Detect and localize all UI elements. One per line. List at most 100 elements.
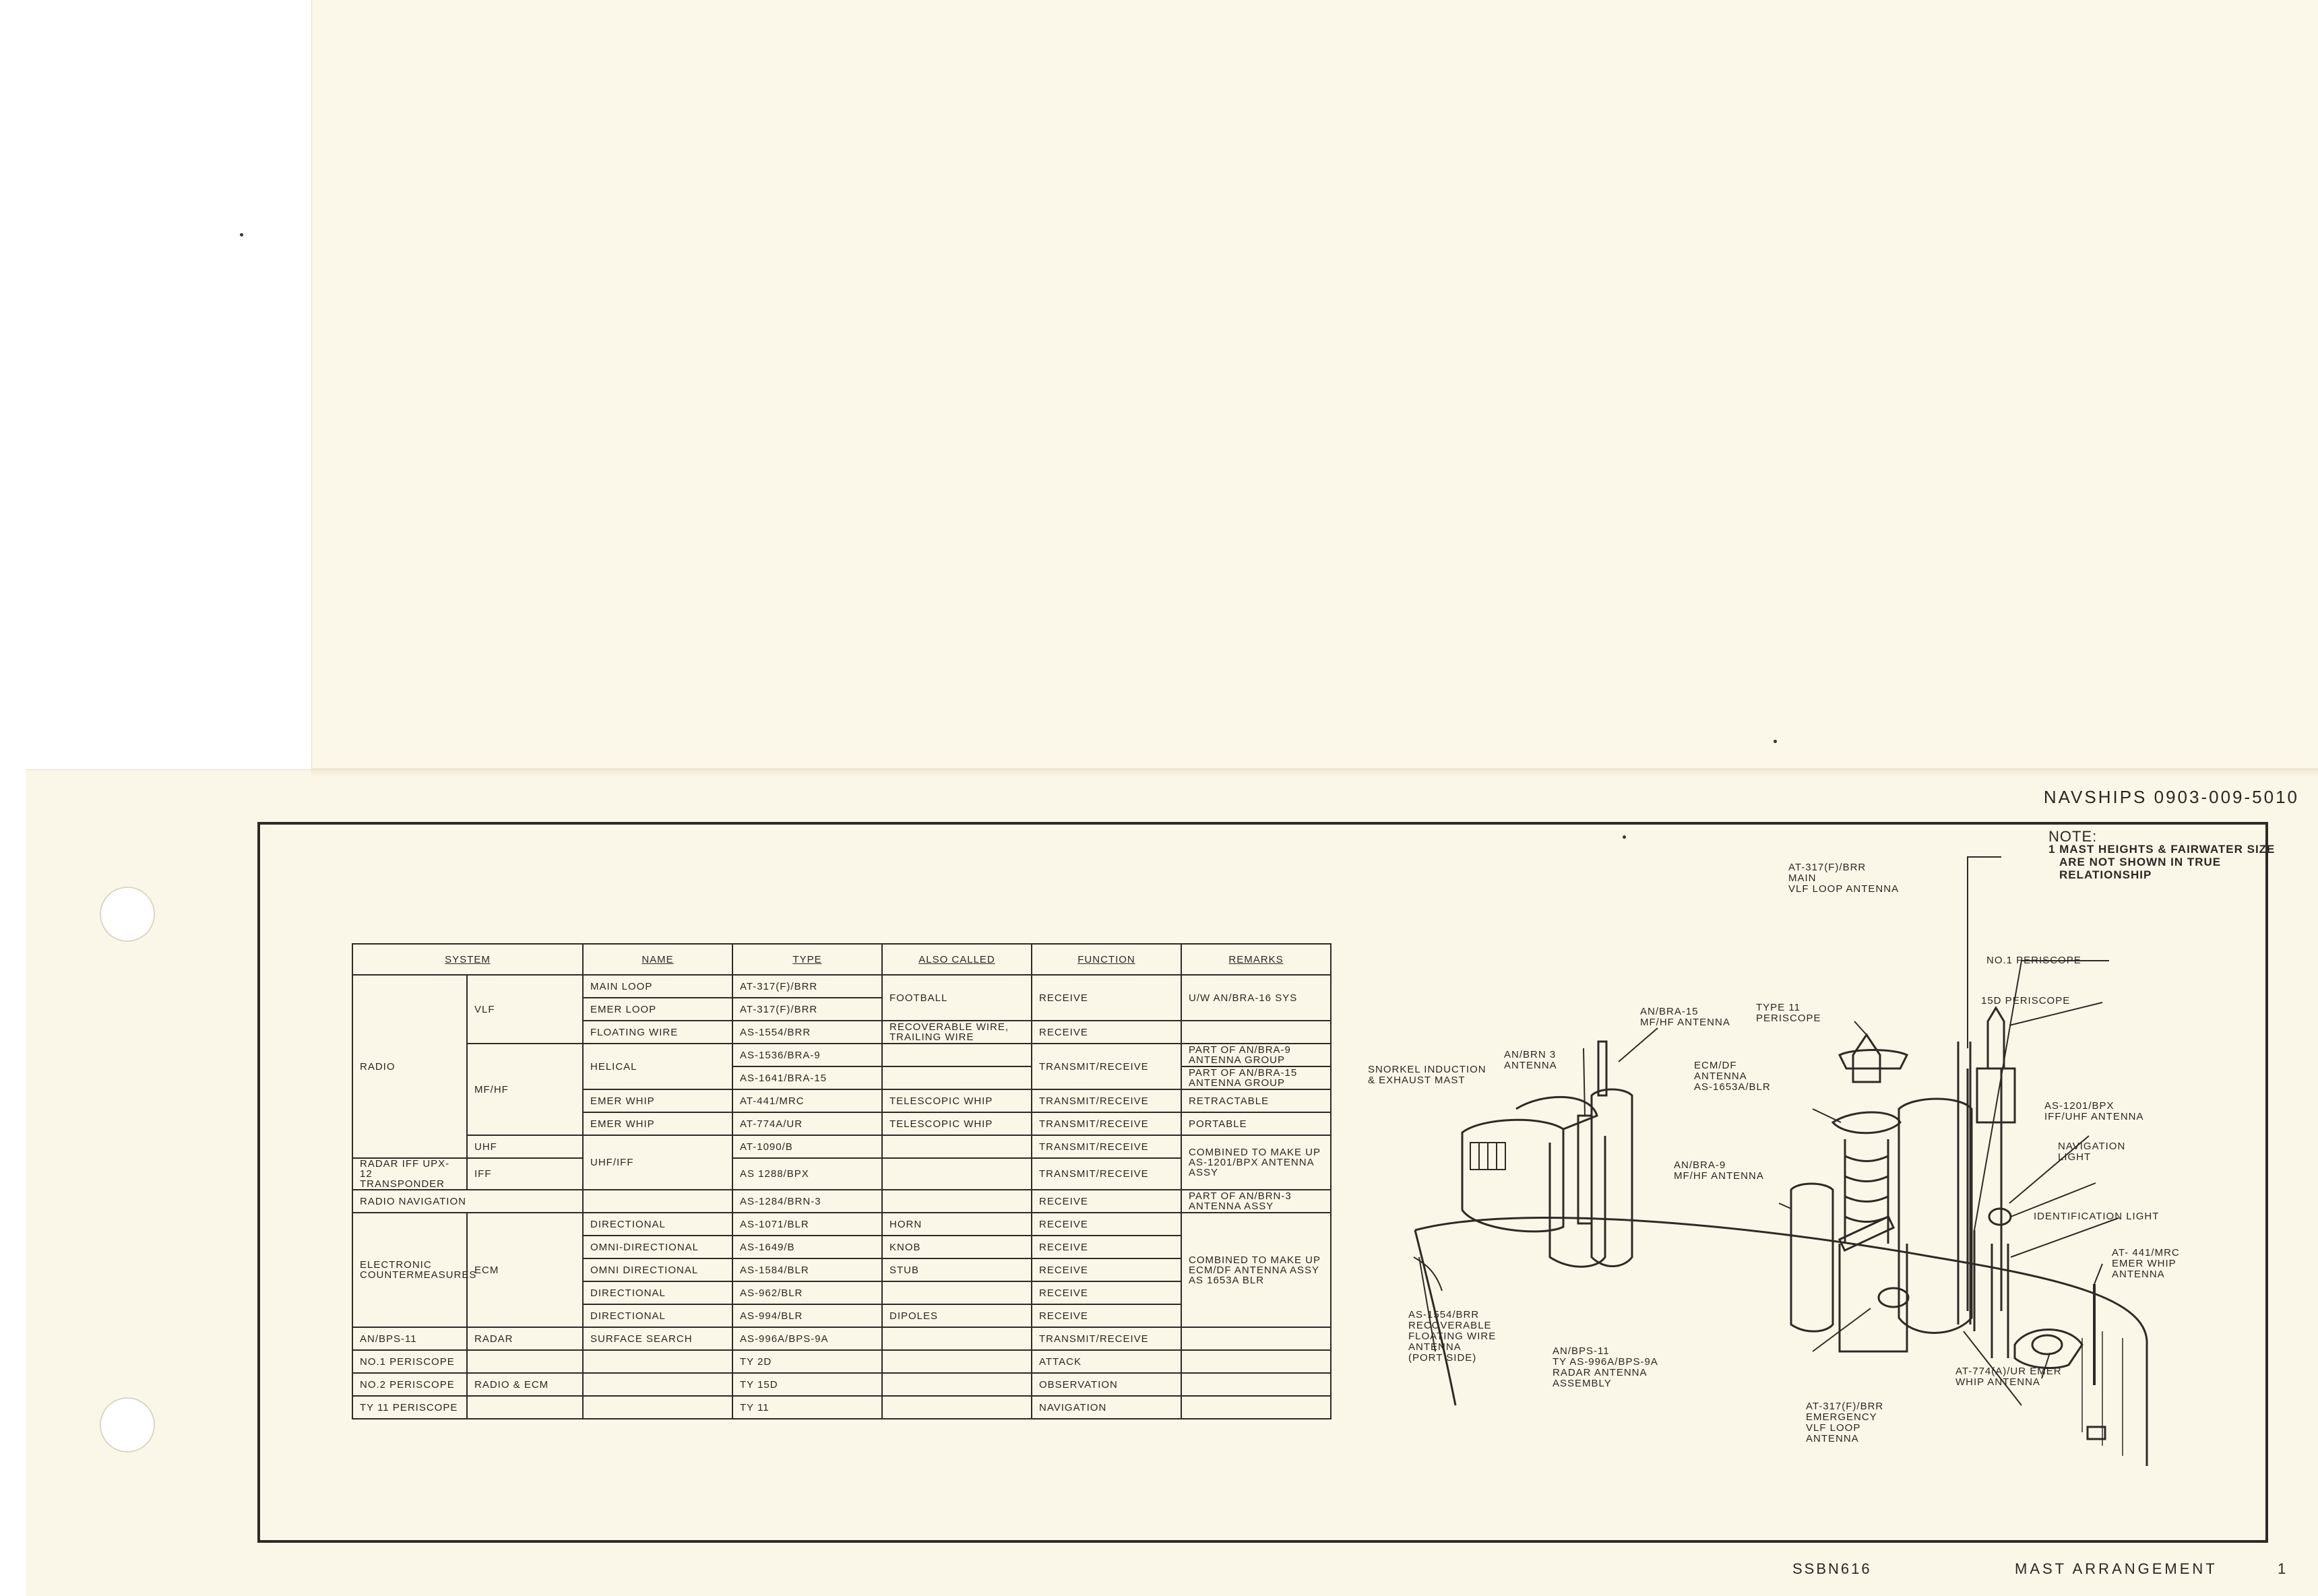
table-row: EMER WHIP AT-774A/UR TELESCOPIC WHIP TRA… [352, 1112, 1332, 1136]
name-cell [582, 1349, 733, 1374]
column-header: FUNCTION [1031, 943, 1182, 976]
hull-number: SSBN616 [1792, 1560, 1872, 1577]
identification-light-post [1991, 1244, 2009, 1358]
type-cell: AS 1288/BPX [732, 1157, 883, 1190]
leader-id-light [2010, 1217, 2119, 1258]
leader-vlf-emer [1963, 1331, 2022, 1406]
name-cell: OMNI-DIRECTIONAL [582, 1235, 733, 1259]
band-cell [466, 1395, 584, 1419]
function-cell: TRANSMIT/RECEIVE [1031, 1043, 1182, 1090]
table-row: EMER LOOP AT-317(F)/BRR [352, 997, 1331, 1021]
note-line: 1 MAST HEIGHTS & FAIRWATER SIZE [2048, 843, 2276, 856]
ink-speck [1774, 740, 1777, 743]
ink-speck [240, 233, 243, 236]
band-cell: ECM [466, 1212, 584, 1328]
floating-wire-line [1413, 1256, 1443, 1291]
at774-base [2013, 1329, 2084, 1370]
function-cell: NAVIGATION [1031, 1395, 1182, 1419]
leader-as1554 [1418, 1256, 1436, 1352]
function-cell: TRANSMIT/RECEIVE [1031, 1157, 1182, 1190]
note-block: NOTE: 1 MAST HEIGHTS & FAIRWATER SIZE AR… [2048, 828, 2305, 882]
also-called-cell [881, 1372, 1032, 1397]
type-cell: AS-996A/BPS-9A [732, 1327, 883, 1351]
remarks-cell [1181, 1395, 1332, 1419]
nav-light [1988, 1207, 2012, 1226]
callout-brn3: AN/BRN 3 ANTENNA [1504, 1049, 1557, 1071]
table-row: ELECTRONIC COUNTERMEASURES ECM DIRECTION… [352, 1212, 1332, 1328]
remarks-cell: RETRACTABLE [1181, 1089, 1332, 1113]
function-cell: RECEIVE [1031, 1212, 1182, 1236]
also-called-cell [881, 1395, 1032, 1419]
callout-id-light: IDENTIFICATION LIGHT [2034, 1211, 2160, 1222]
snorkel-mast [1461, 1118, 1565, 1233]
fairwater-outline [1414, 1216, 2148, 1466]
also-called-cell [881, 1189, 1032, 1213]
also-called-cell: HORN [881, 1212, 1032, 1236]
system-cell: RADIO NAVIGATION [352, 1189, 584, 1213]
callout-bra9: AN/BRA-9 MF/HF ANTENNA [1674, 1159, 1764, 1182]
brn3-mast [1577, 1114, 1593, 1225]
page-number: 1 [2278, 1560, 2286, 1577]
remarks-cell [1181, 1327, 1332, 1351]
type-cell: AS-1284/BRN-3 [732, 1189, 883, 1213]
bra9-mast [1790, 1182, 1834, 1333]
remarks-cell: U/W AN/BRA-16 SYS [1181, 974, 1332, 1021]
ecm-df-base [1838, 1244, 1908, 1353]
remarks-cell: COMBINED TO MAKE UP AS-1201/BPX ANTENNA … [1181, 1135, 1332, 1190]
function-cell: RECEIVE [1031, 1020, 1182, 1044]
system-cell: NO.1 PERISCOPE [352, 1349, 468, 1374]
callout-as1201: AS-1201/BPX IFF/UHF ANTENNA [2044, 1100, 2144, 1122]
name-cell: FLOATING WIRE [582, 1020, 733, 1044]
callout-no1-periscope: NO.1 PERISCOPE [1986, 955, 2081, 966]
periscope-15d [1966, 1068, 2003, 1311]
table-row: RADIO VLF MAIN LOOP AT-317(F)/BRR FOOTBA… [352, 974, 1332, 1159]
snorkel-vent-lines [1478, 1143, 1497, 1170]
leader-lines [1418, 856, 2119, 1406]
table-row: MF/HF HELICAL AS-1536/BRA-9 TRANSMIT/REC… [352, 1043, 1332, 1136]
callout-vlf-emer: AT-317(F)/BRR EMERGENCY VLF LOOP ANTENNA [1806, 1401, 1884, 1444]
punch-hole-bottom [100, 1397, 155, 1453]
table-row: TY 11 PERISCOPE TY 11 NAVIGATION [352, 1395, 1332, 1419]
leader-bra15 [1618, 1027, 1658, 1062]
function-cell: TRANSMIT/RECEIVE [1031, 1089, 1182, 1113]
table-header-row: SYSTEM NAME TYPE ALSO CALLED FUNCTION RE… [352, 943, 1332, 976]
name-cell: HELICAL [582, 1043, 733, 1090]
callout-type11: TYPE 11 PERISCOPE [1756, 1002, 1821, 1024]
bra15-mast [1590, 1088, 1633, 1267]
page-fold [311, 768, 2318, 777]
name-cell [582, 1189, 733, 1213]
type-cell: AT-1090/B [732, 1135, 883, 1159]
type-cell: AT-441/MRC [732, 1089, 883, 1113]
periscope-1 [1957, 1042, 1972, 1324]
remarks-cell: PART OF AN/BRA-15 ANTENNA GROUP [1181, 1066, 1332, 1090]
periscope-15d-box [1976, 1067, 2016, 1124]
type-cell: AS-1554/BRR [732, 1020, 883, 1044]
table-row: DIRECTIONAL AS-962/BLR RECEIVE [352, 1281, 1331, 1305]
table-row: OMNI-DIRECTIONAL AS-1649/B KNOB RECEIVE [352, 1235, 1331, 1259]
band-cell: UHF [466, 1135, 584, 1159]
type11-periscope [1852, 1033, 1881, 1083]
also-called-cell [881, 1327, 1032, 1351]
table-row: RADIO NAVIGATION AS-1284/BRN-3 RECEIVE P… [352, 1189, 1332, 1213]
upper-sheet [311, 0, 2318, 775]
function-cell: TRANSMIT/RECEIVE [1031, 1112, 1182, 1136]
callout-at441: AT- 441/MRC EMER WHIP ANTENNA [2112, 1247, 2180, 1280]
leader-bra9 [1778, 1203, 1792, 1209]
type-cell: AT-317(F)/BRR [732, 997, 883, 1021]
table-row: EMER WHIP AT-441/MRC TELESCOPIC WHIP TRA… [352, 1089, 1332, 1113]
note-title: NOTE: [2048, 828, 2098, 845]
callout-nav-light: NAVIGATION LIGHT [2058, 1141, 2126, 1163]
function-cell: ATTACK [1031, 1349, 1182, 1374]
also-called-cell [881, 1135, 1032, 1159]
note-line: ARE NOT SHOWN IN TRUE RELATIONSHIP [2059, 856, 2222, 881]
type-cell: AS-1584/BLR [732, 1258, 883, 1282]
name-cell [582, 1395, 733, 1419]
table-row: FLOATING WIRE AS-1554/BRR RECOVERABLE WI… [352, 1020, 1332, 1044]
band-cell: RADAR [466, 1327, 584, 1351]
also-called-cell [881, 1349, 1032, 1374]
remarks-cell: PORTABLE [1181, 1112, 1332, 1136]
type-cell: TY 15D [732, 1372, 883, 1397]
function-cell: TRANSMIT/RECEIVE [1031, 1327, 1182, 1351]
remarks-cell: PART OF AN/BRN-3 ANTENNA ASSY [1181, 1189, 1332, 1213]
function-cell: RECEIVE [1031, 1304, 1182, 1328]
